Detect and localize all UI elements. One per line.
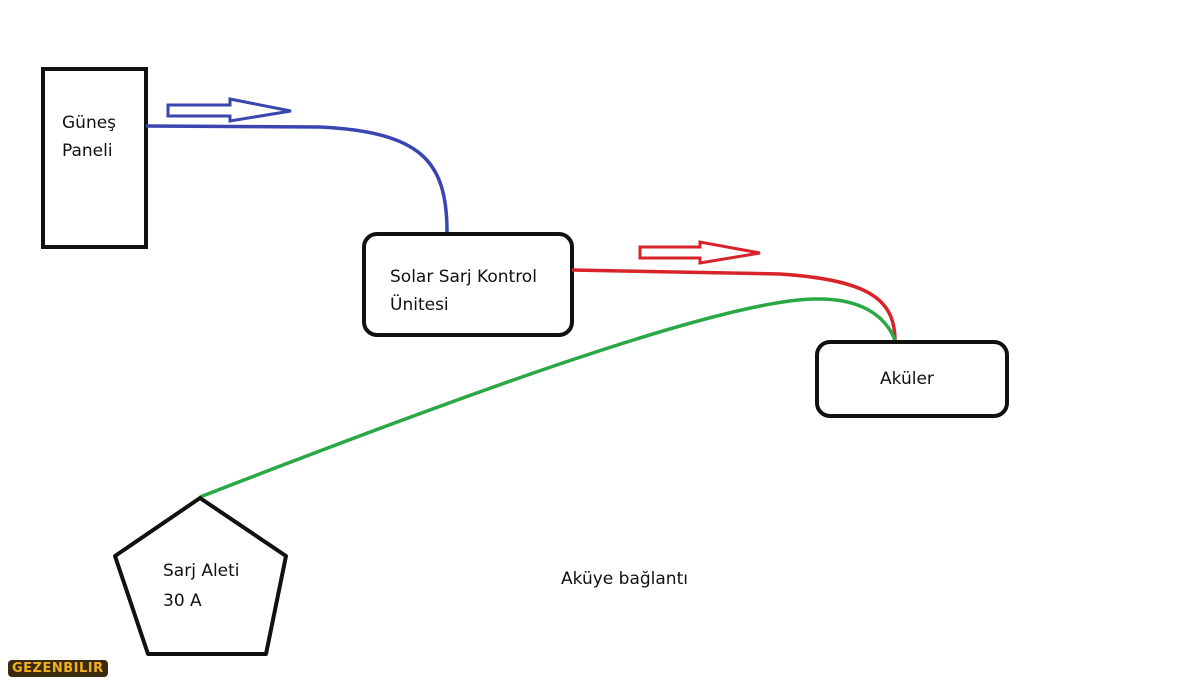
batteries-node: Aküler <box>815 340 1009 418</box>
batteries-label: Aküler <box>880 369 934 389</box>
controller-label-1: Solar Sarj Kontrol <box>390 267 537 287</box>
solar-panel-label-1: Güneş <box>62 113 116 133</box>
controller-to-battery-wire <box>571 268 897 342</box>
panel-to-controller-wire <box>145 124 449 233</box>
charger-node: Sarj Aleti 30 A <box>113 496 288 656</box>
blue-flow-arrow-icon <box>166 97 292 123</box>
charger-label-1: Sarj Aleti <box>163 561 240 581</box>
charger-to-battery-wire <box>199 297 897 499</box>
solar-panel-label-2: Paneli <box>62 141 113 161</box>
watermark-logo: GEZENBILIR <box>8 660 108 677</box>
red-flow-arrow-icon <box>638 240 761 265</box>
battery-connection-annotation: Aküye bağlantı <box>561 569 688 589</box>
controller-label-2: Ünitesi <box>390 293 449 315</box>
charger-label-2: 30 A <box>163 591 202 611</box>
charge-controller-node: Solar Sarj Kontrol Ünitesi <box>362 232 574 337</box>
solar-panel-node: Güneş Paneli <box>41 67 148 249</box>
